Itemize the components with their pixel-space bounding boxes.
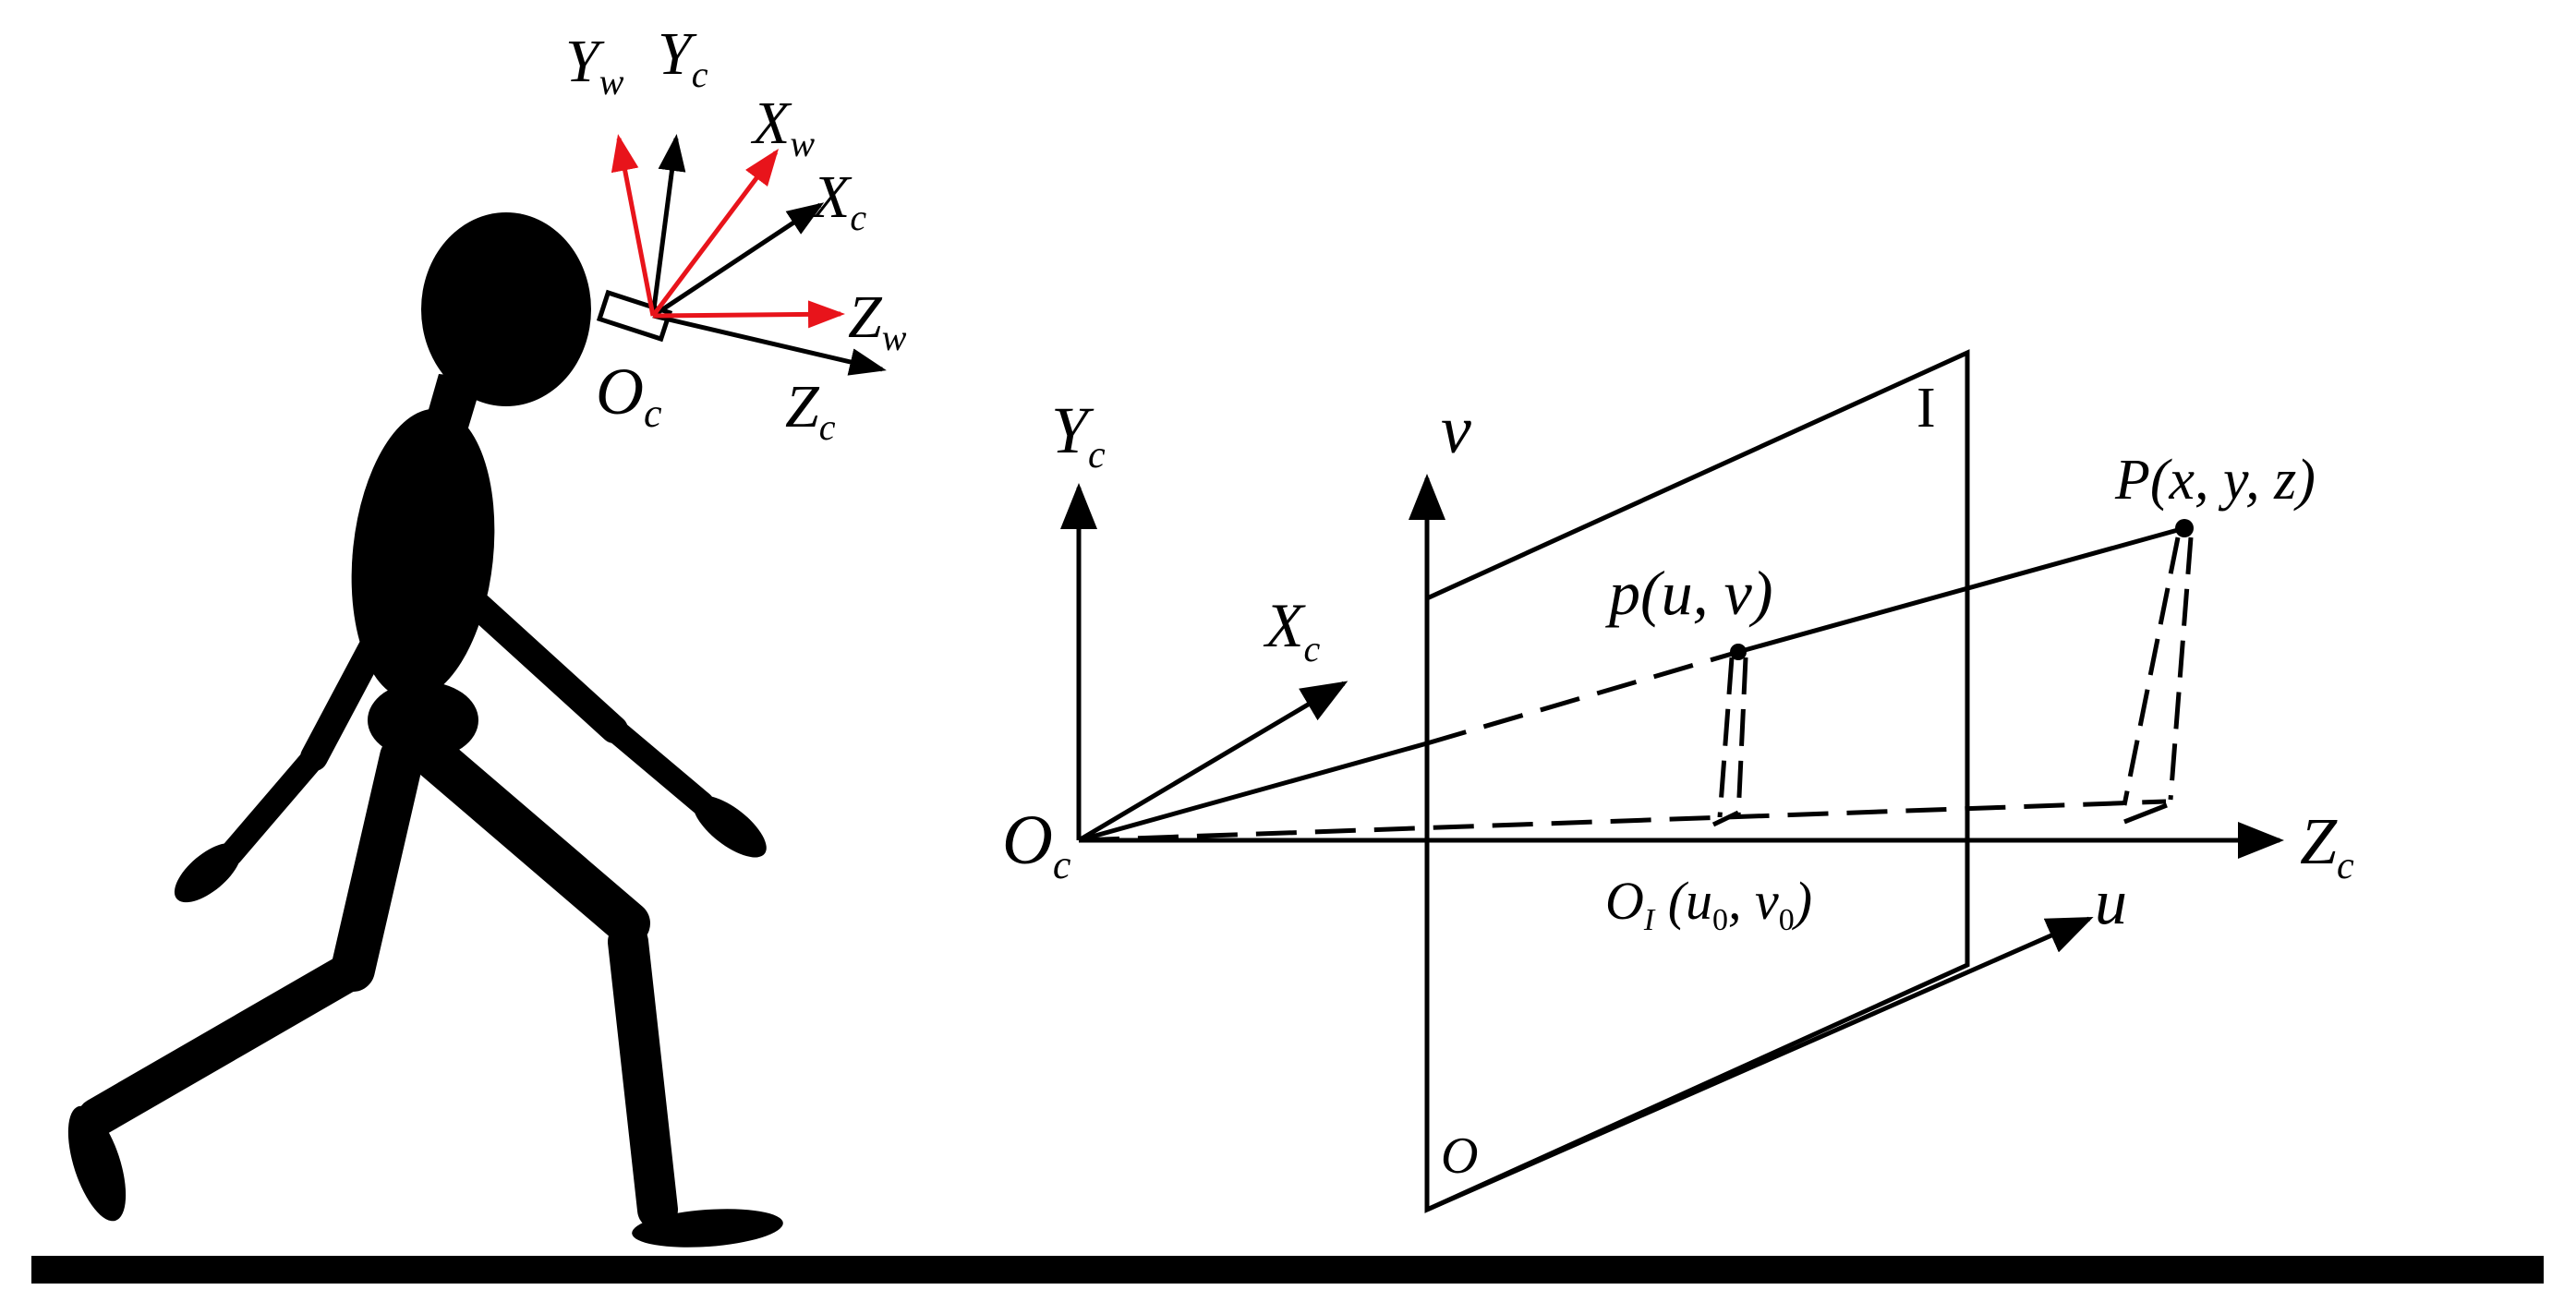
- ground-ray-to-projection: [1078, 799, 2167, 843]
- front-shin: [608, 922, 678, 1230]
- image-point-p: [1730, 644, 1747, 660]
- back-hand: [174, 842, 242, 903]
- image-plane: [1424, 349, 1970, 1213]
- head-label-Yc: Yc: [658, 20, 708, 95]
- ray-p-to-P: [1737, 525, 2185, 655]
- p-drop-foot: [1711, 810, 1740, 827]
- ray-oc-to-plane: [1078, 741, 1428, 843]
- head-camera-frame: Yw Yc Xw Xc Zw Zc Oc: [565, 20, 907, 448]
- P-drop-right: [2168, 536, 2194, 801]
- label-Yc: Yc: [1051, 393, 1106, 476]
- p-drop-left: [1717, 657, 1735, 818]
- head-Xc-axis: [651, 202, 825, 319]
- label-image-plane-I: I: [1917, 377, 1936, 440]
- head-Zw-axis: [652, 300, 845, 329]
- head-Xw-axis: [651, 149, 780, 318]
- back-thigh: [331, 735, 424, 992]
- back-forearm: [219, 745, 326, 866]
- label-image-point: p(u, v): [1605, 558, 1773, 628]
- u-axis: [1425, 916, 2094, 1212]
- head-Yw-axis: [611, 134, 656, 317]
- label-Zc: Zc: [2300, 804, 2354, 887]
- label-u-axis: u: [2095, 867, 2127, 938]
- walking-person-silhouette: [67, 212, 783, 1248]
- back-foot: [67, 1105, 127, 1222]
- label-v-axis: v: [1441, 392, 1471, 468]
- head-label-Xw: Xw: [750, 90, 815, 164]
- head: [421, 212, 591, 406]
- label-plane-origin-O: O: [1441, 1127, 1478, 1185]
- label-Xc: Xc: [1263, 590, 1321, 669]
- head-label-Oc: Oc: [596, 355, 662, 436]
- head-label-Zc: Zc: [785, 373, 836, 448]
- front-foot: [632, 1209, 783, 1248]
- front-forearm: [602, 717, 714, 815]
- back-upper-arm: [300, 596, 406, 771]
- head-label-Yw: Yw: [565, 28, 624, 102]
- head-label-Zw: Zw: [848, 283, 907, 358]
- front-hand: [693, 795, 767, 858]
- P-drop-left: [2122, 536, 2181, 806]
- camera-model: [1060, 349, 2284, 1213]
- front-thigh: [412, 735, 650, 946]
- label-Oc: Oc: [1002, 802, 1071, 887]
- world-point-P: [2175, 519, 2194, 537]
- label-world-point: P(x, y, z): [2114, 449, 2316, 512]
- ray-hidden-segment: [1426, 649, 1739, 746]
- head-label-Xc: Xc: [810, 163, 866, 238]
- Xc-axis: [1077, 681, 1348, 843]
- ground-line: [31, 1256, 2544, 1284]
- front-upper-arm: [448, 577, 628, 743]
- label-principal-point: OI (u0, v0): [1605, 871, 1812, 937]
- head-camera-box: [596, 289, 673, 343]
- p-drop-right: [1735, 657, 1748, 817]
- P-drop-foot: [2123, 802, 2168, 825]
- head-Zc-axis: [652, 313, 887, 376]
- head-Yc-axis: [650, 134, 686, 317]
- back-shin: [78, 950, 372, 1137]
